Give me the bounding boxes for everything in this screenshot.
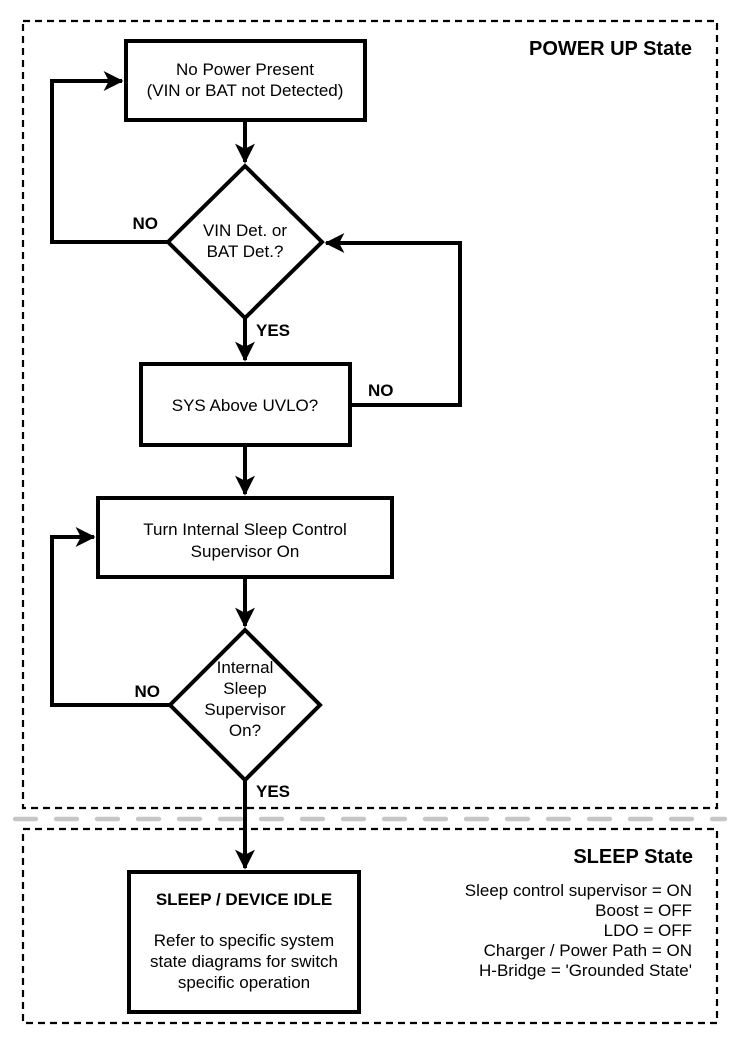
- supervisor-diamond-line3: Supervisor: [204, 700, 286, 719]
- power-up-state-boundary: [21, 19, 719, 810]
- no-power-box: [124, 39, 367, 122]
- sys-uvlo-box-text: SYS Above UVLO?: [172, 396, 318, 415]
- sleep-title: SLEEP State: [573, 846, 693, 868]
- sleep-idle-box-line1: Refer to specific system: [154, 931, 334, 950]
- label-vin-bat-no: NO: [133, 214, 159, 233]
- sys-uvlo-box: [139, 362, 352, 447]
- sleep-info-line: Boost = OFF: [595, 901, 692, 920]
- power-up-title: POWER UP State: [529, 38, 692, 60]
- supervisor-diamond-line2: Sleep: [223, 679, 266, 698]
- supervisor-diamond: [167, 627, 323, 783]
- sleep-idle-box-line2: state diagrams for switch: [150, 952, 338, 971]
- sleep-info-line: LDO = OFF: [604, 921, 692, 940]
- sleep-control-box: [96, 496, 394, 579]
- no-power-box-line2: (VIN or BAT not Detected): [147, 81, 344, 100]
- sleep-idle-box: [127, 870, 361, 1014]
- vin-bat-diamond: [165, 163, 325, 321]
- sleep-control-box-line1: Turn Internal Sleep Control: [143, 520, 346, 539]
- sleep-info-line: Charger / Power Path = ON: [484, 941, 692, 960]
- supervisor-diamond-line4: On?: [229, 721, 261, 740]
- sleep-idle-box-line3: specific operation: [178, 973, 310, 992]
- sleep-info-line: Sleep control supervisor = ON: [465, 881, 692, 900]
- connector-vin-bat-no-loop: [50, 71, 168, 244]
- label-supervisor-yes: YES: [256, 782, 290, 801]
- sleep-control-box-line2: Supervisor On: [191, 542, 300, 561]
- connector-sys-uvlo-no-loop: [324, 233, 462, 407]
- vin-bat-diamond-line1: VIN Det. or: [203, 221, 287, 240]
- label-vin-bat-yes: YES: [256, 321, 290, 340]
- connector-supervisor-no-loop: [50, 527, 170, 707]
- supervisor-diamond-line1: Internal: [217, 658, 274, 677]
- sleep-idle-box-title: SLEEP / DEVICE IDLE: [156, 890, 332, 909]
- label-supervisor-no: NO: [135, 682, 161, 701]
- sleep-info-line: H-Bridge = 'Grounded State': [479, 961, 692, 980]
- label-sys-uvlo-no: NO: [368, 381, 394, 400]
- no-power-box-line1: No Power Present: [176, 60, 314, 79]
- vin-bat-diamond-line2: BAT Det.?: [207, 242, 284, 261]
